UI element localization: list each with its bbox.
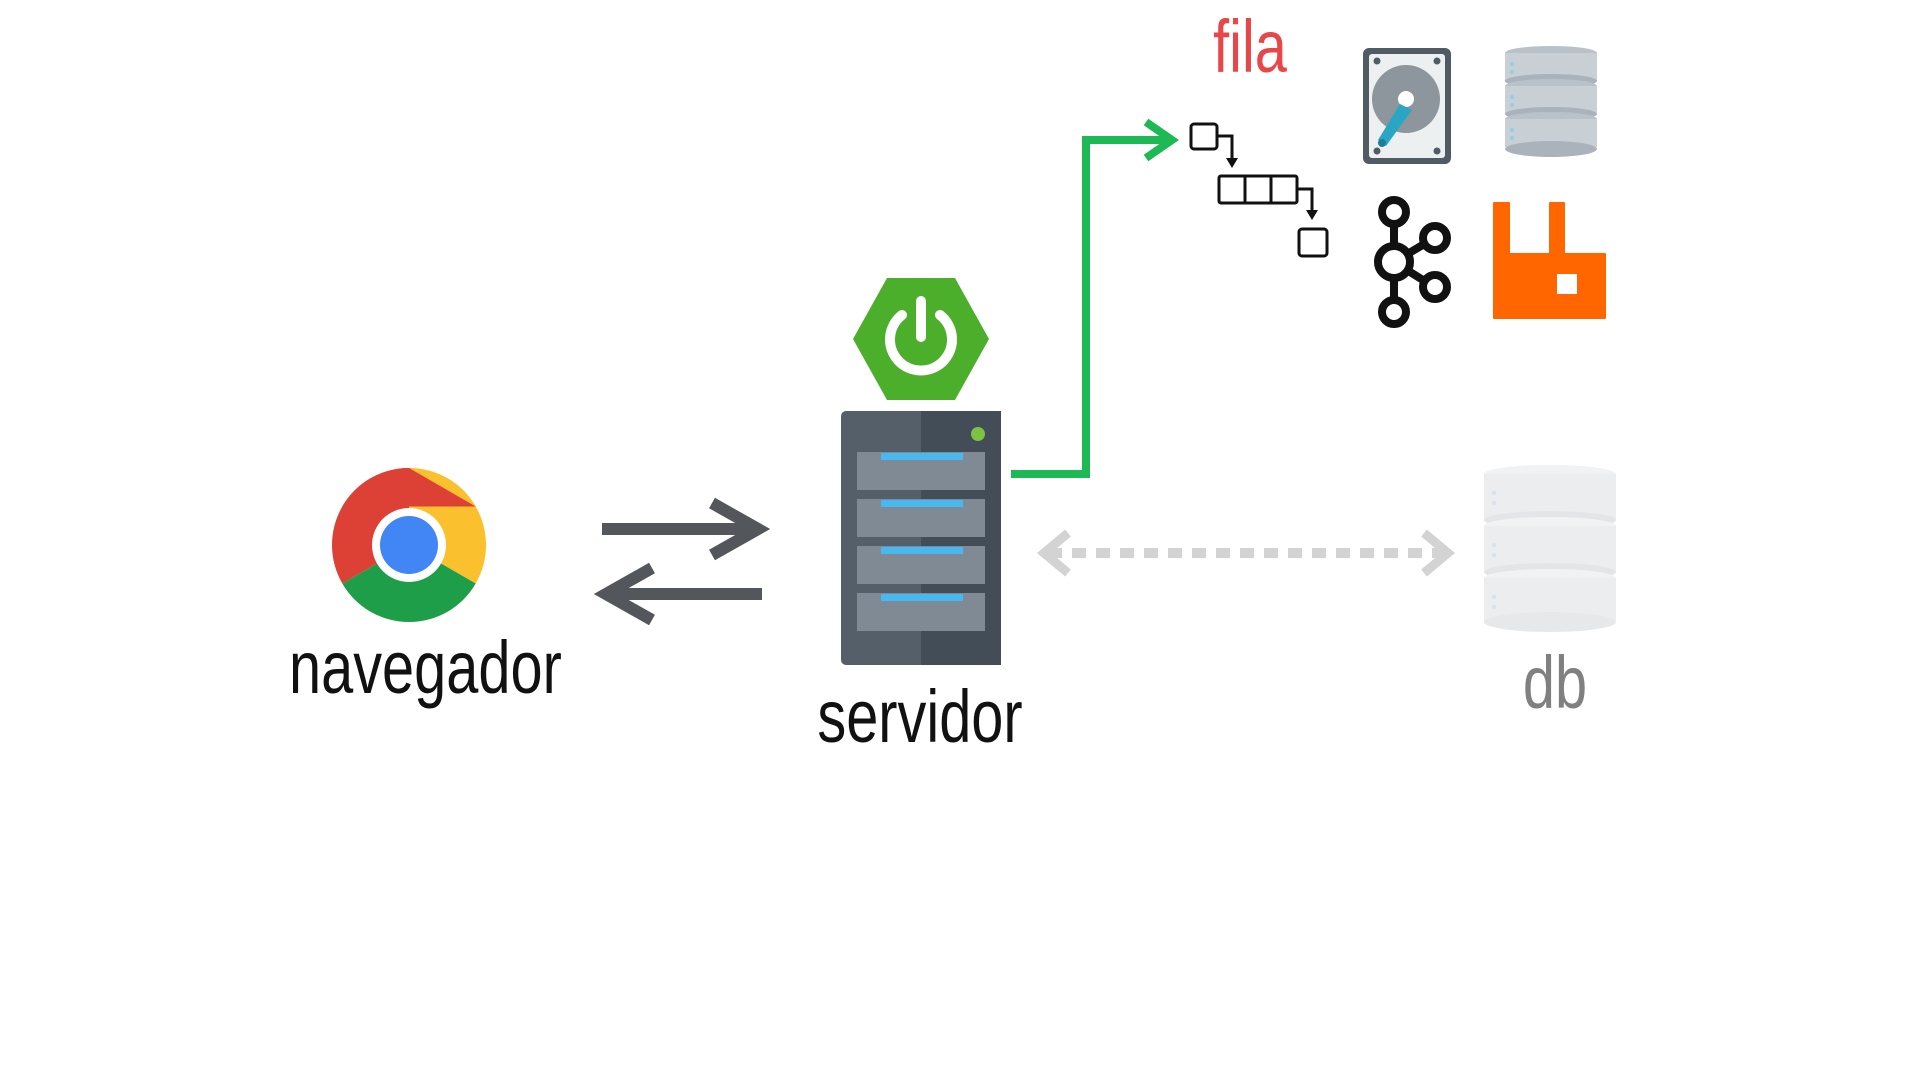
server-label: servidor	[817, 675, 1023, 758]
queue-flow-icon	[1189, 122, 1329, 258]
storage-stack-icon	[1505, 46, 1597, 157]
rabbitmq-logo-icon	[1493, 202, 1606, 319]
database-label: db	[1522, 641, 1588, 724]
browser-label: navegador	[289, 626, 562, 709]
spring-boot-power-icon	[853, 278, 989, 400]
hard-disk-icon	[1363, 48, 1451, 164]
response-arrow-icon	[593, 562, 762, 626]
request-arrow-icon	[602, 497, 771, 561]
request-response-arrows	[593, 497, 771, 626]
chrome-logo-icon	[331, 468, 487, 623]
queue-label: fila	[1213, 5, 1287, 88]
database-cylinder-icon	[1484, 465, 1616, 632]
kafka-logo-icon	[1374, 196, 1451, 328]
server-rack-icon	[841, 411, 1001, 665]
queue-connection-arrow	[1011, 118, 1180, 478]
database-connection-arrow	[1036, 529, 1456, 577]
